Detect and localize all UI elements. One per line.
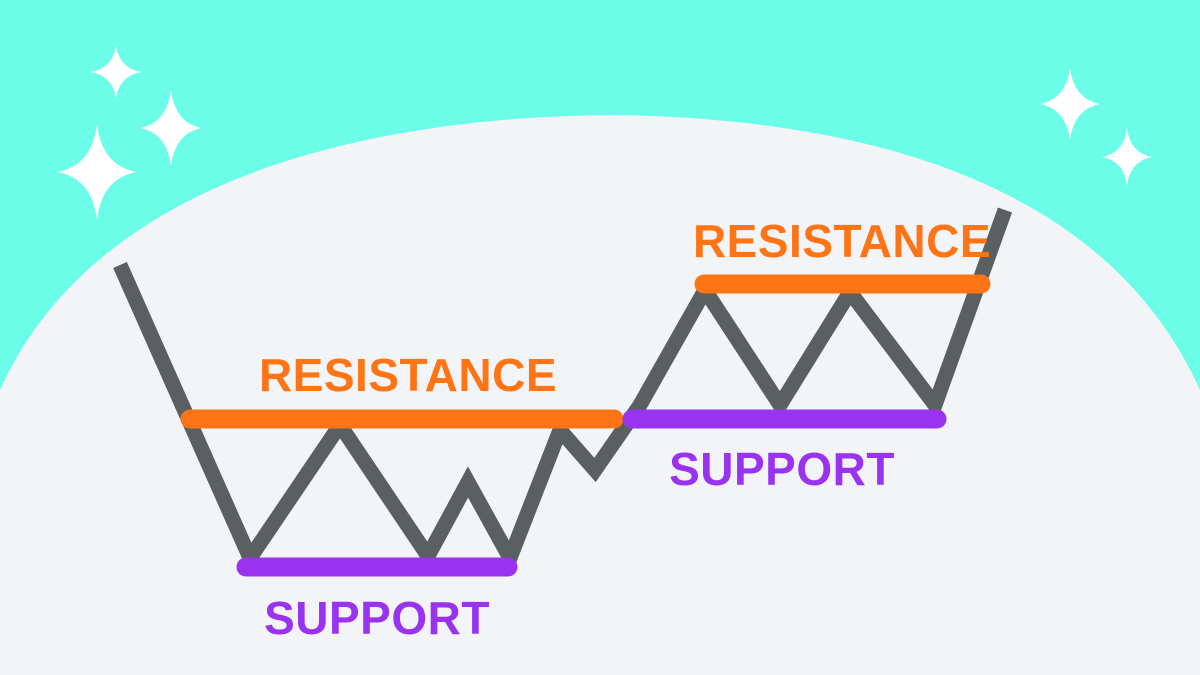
resistance-label-2: RESISTANCE xyxy=(693,215,991,267)
support-label-2: SUPPORT xyxy=(669,443,895,495)
sparkles xyxy=(57,46,1152,220)
resistance-label-1: RESISTANCE xyxy=(259,349,557,401)
sparkle-icon xyxy=(140,90,202,166)
price-line xyxy=(113,207,1013,576)
support-label-1: SUPPORT xyxy=(264,592,490,644)
sparkle-icon xyxy=(57,124,137,220)
sparkle-icon xyxy=(1102,128,1152,186)
sparkle-icon xyxy=(90,46,142,98)
background-arch xyxy=(0,115,1200,675)
sparkle-icon xyxy=(1040,68,1100,140)
